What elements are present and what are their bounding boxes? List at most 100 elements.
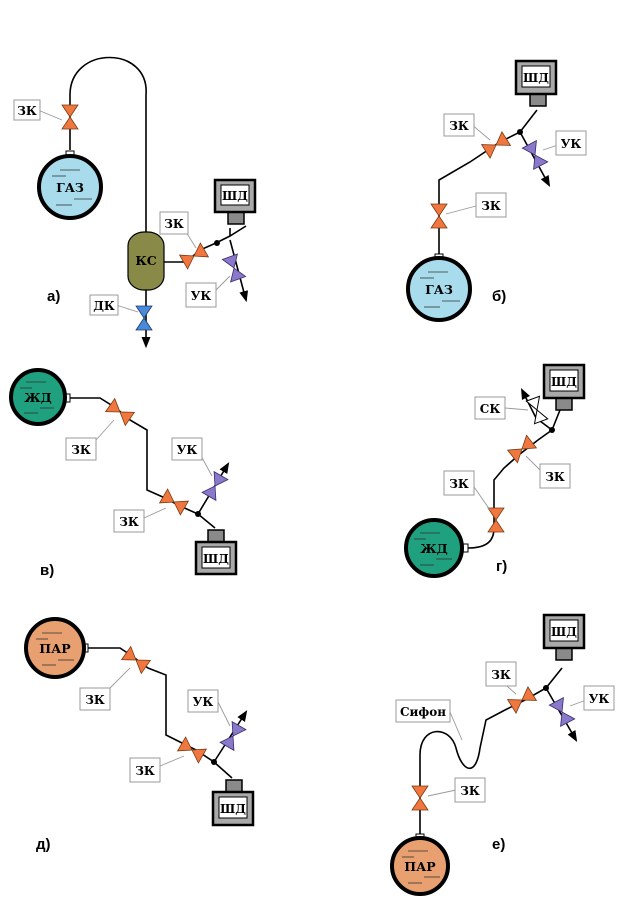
panel-letter: в) bbox=[40, 562, 54, 579]
valve-label: ЗК bbox=[135, 764, 155, 778]
gate-valve bbox=[487, 507, 505, 533]
vessel-label: ГАЗ bbox=[56, 180, 84, 195]
label-box bbox=[89, 294, 119, 316]
label-box bbox=[171, 437, 203, 461]
valve-label: ЗК bbox=[545, 470, 565, 484]
valve-label: УК bbox=[589, 692, 610, 706]
gate-valve bbox=[480, 131, 512, 159]
valve-label: СК bbox=[480, 402, 501, 416]
check-valve bbox=[521, 139, 549, 171]
gauge-label: ШД bbox=[551, 375, 577, 389]
pressure-gauge: ШД bbox=[213, 178, 257, 225]
valve-label: ЗК bbox=[460, 784, 480, 798]
gate-valve bbox=[176, 736, 208, 764]
valve-label: ЗК bbox=[119, 515, 139, 529]
pressure-gauge: ШД bbox=[211, 779, 255, 827]
gauge-label: ШД bbox=[551, 625, 577, 639]
label-box bbox=[129, 757, 161, 783]
valve-label: ЗК bbox=[449, 119, 469, 133]
valve-label: УК bbox=[561, 137, 582, 151]
check-valve bbox=[548, 696, 576, 728]
junction-dot bbox=[211, 759, 217, 765]
label-box bbox=[443, 470, 475, 496]
junction-dot bbox=[549, 427, 555, 433]
panel-d: ПАР ЗК ЗК УК ШД bbox=[24, 617, 255, 853]
panel-b: ШД ЗК УК ЗК ГАЗ bbox=[406, 59, 587, 322]
label-box bbox=[539, 463, 571, 489]
label-box bbox=[454, 777, 486, 803]
pressure-gauge: ШД bbox=[514, 59, 558, 107]
pipe-d-check-out bbox=[213, 710, 248, 763]
safety-valve bbox=[525, 395, 549, 425]
label-box bbox=[474, 396, 506, 420]
label-box bbox=[187, 689, 219, 713]
steam-vessel: ПАР bbox=[390, 833, 450, 896]
gauge-label: ШД bbox=[523, 71, 549, 85]
gas-vessel: ГАЗ bbox=[406, 253, 472, 322]
label-box bbox=[113, 509, 145, 533]
gauge-label: ШД bbox=[220, 802, 246, 816]
pressure-gauge: ШД bbox=[194, 529, 238, 576]
panel-g: ШД СК ЗК ЗК ЖД bbox=[404, 363, 586, 578]
panel-letter: а) bbox=[47, 288, 60, 305]
valve-label: ЗК bbox=[164, 217, 184, 231]
check-valve bbox=[219, 720, 247, 752]
junction-dot bbox=[195, 511, 201, 517]
panel-v: ЖД ЗК ЗК УК ШД bbox=[9, 368, 238, 579]
valve-label: ЗК bbox=[449, 477, 469, 491]
gauge-label: ШД bbox=[203, 552, 229, 566]
check-valve bbox=[221, 253, 247, 283]
gate-valve bbox=[506, 686, 538, 714]
gas-vessel: ГАЗ bbox=[37, 150, 103, 220]
label-box bbox=[555, 130, 587, 156]
valve-label: УК bbox=[191, 289, 212, 303]
label-box bbox=[13, 99, 41, 121]
pipe-b-main bbox=[438, 109, 538, 255]
gauge-label: ШД bbox=[222, 189, 248, 203]
check-valve bbox=[201, 470, 229, 502]
panel-letter: г) bbox=[496, 558, 507, 575]
label-box bbox=[79, 687, 111, 711]
steam-vessel: ПАР bbox=[24, 617, 89, 679]
panel-letter: е) bbox=[492, 836, 505, 853]
gate-valve bbox=[506, 434, 538, 464]
collector-label: КС bbox=[135, 253, 156, 268]
valve-label: ЗК bbox=[85, 693, 105, 707]
gate-valve bbox=[61, 104, 79, 130]
junction-dot bbox=[214, 240, 220, 246]
valve-label: ДК bbox=[93, 299, 115, 313]
gate-valve bbox=[158, 488, 190, 516]
gate-valve bbox=[104, 397, 136, 427]
label-box bbox=[475, 192, 507, 218]
pressure-gauge: ШД bbox=[542, 363, 586, 411]
gate-valve bbox=[120, 645, 152, 675]
vessel-label: ПАР bbox=[404, 859, 436, 874]
liquid-vessel: ЖД bbox=[404, 518, 469, 578]
panel-e: ШД ЗК УК Сифон ЗК bbox=[390, 613, 615, 896]
label-box bbox=[485, 661, 517, 687]
gate-valve bbox=[178, 242, 210, 270]
label-box bbox=[443, 113, 475, 137]
siphon-label: Сифон bbox=[400, 705, 446, 719]
vessel-label: ПАР bbox=[39, 641, 71, 656]
pipe-a-riser bbox=[69, 56, 147, 232]
vessel-label: ЖД bbox=[420, 541, 448, 556]
panel-letter: б) bbox=[492, 288, 506, 305]
panel-letter: д) bbox=[36, 836, 51, 853]
valve-label: УК bbox=[193, 695, 214, 709]
drain-valve bbox=[135, 305, 153, 331]
gate-valve bbox=[430, 203, 448, 229]
panel-a: ГАЗ ЗК КС ДК ЗК bbox=[13, 56, 257, 349]
label-box bbox=[395, 699, 451, 723]
gate-valve bbox=[411, 785, 429, 811]
liquid-vessel: ЖД bbox=[9, 368, 71, 426]
valve-label: УК bbox=[177, 443, 198, 457]
label-box bbox=[583, 685, 615, 711]
pipe-d-main bbox=[88, 647, 233, 779]
pipe-a-check-out bbox=[229, 239, 249, 303]
junction-dot bbox=[517, 129, 523, 135]
pressure-gauge: ШД bbox=[542, 613, 586, 661]
pipe-e-main bbox=[419, 667, 563, 836]
valve-label: ЗК bbox=[17, 104, 37, 118]
